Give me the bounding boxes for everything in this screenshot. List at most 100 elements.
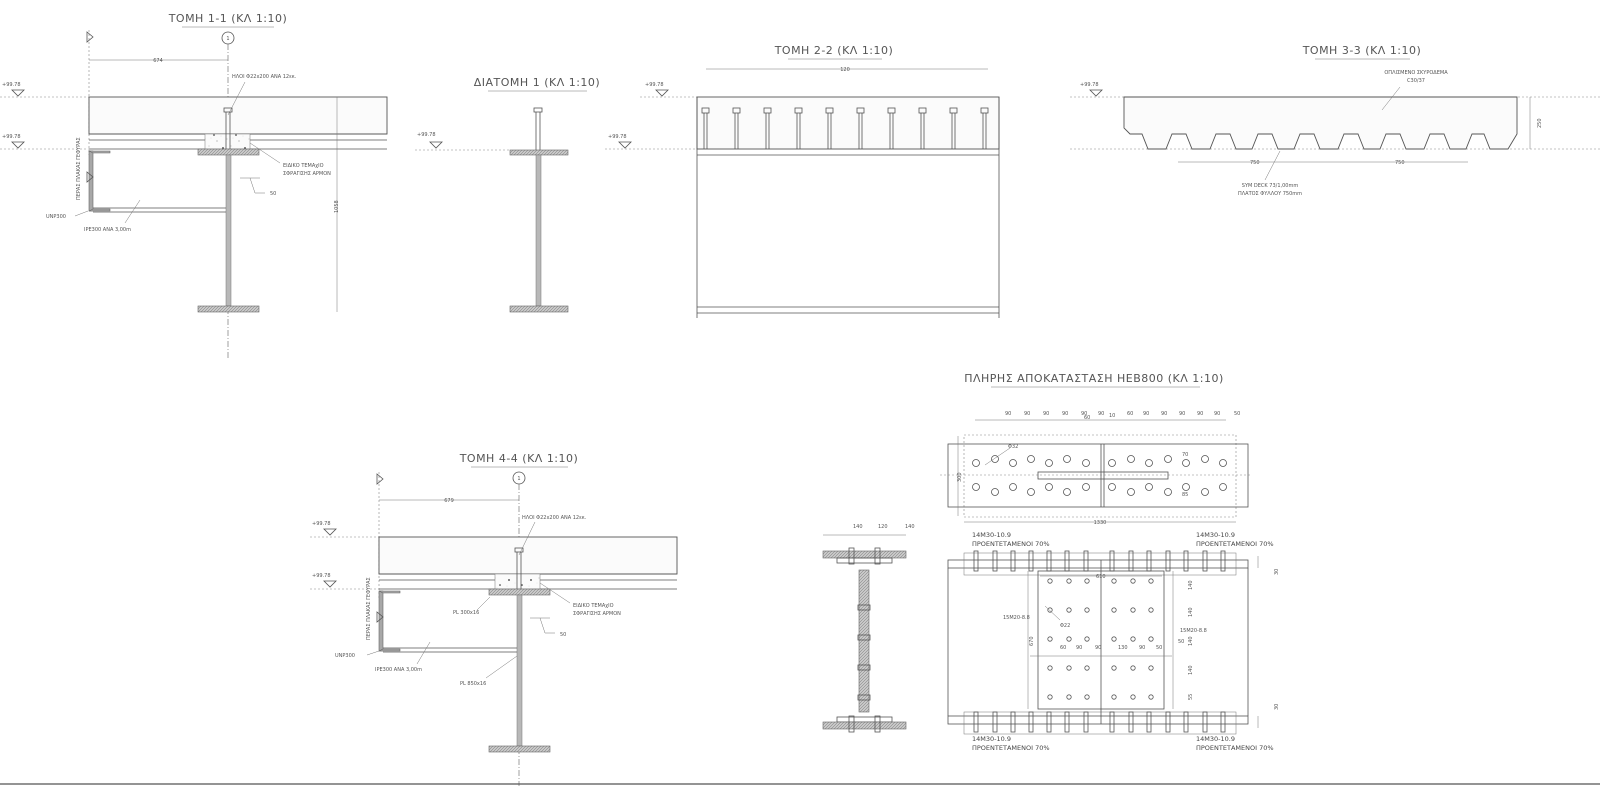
svg-text:140: 140: [905, 524, 915, 530]
span-dim-2: 750: [1395, 160, 1405, 166]
section-3-3-title: ΤΟΜΗ 3-3 (ΚΛ 1:10): [1302, 44, 1422, 57]
seal-label: ΕΙΔΙΚΟ ΤΕΜΑχΙΟ: [283, 163, 324, 169]
plate-top-label: PL 300x16: [453, 610, 479, 616]
level-top: +99.78: [645, 82, 664, 88]
web-plate-height: 670: [1029, 636, 1035, 646]
section-1-1: ΤΟΜΗ 1-1 (ΚΛ 1:10) 1 674 +99.78 +99.78: [0, 12, 388, 360]
heb-elevation: 14M30-10.9 ΠΡΟΕΝΤΕΤΑΜΕΝΟΙ 70% 14M30-10.9…: [947, 531, 1280, 752]
bolts-bottom-right-note: ΠΡΟΕΝΤΕΤΑΜΕΝΟΙ 70%: [1196, 744, 1274, 752]
gap-dim: 50: [270, 191, 276, 197]
edge-dim-top: 30: [1274, 569, 1280, 575]
height-dim: 1058: [334, 200, 340, 213]
svg-text:90: 90: [1139, 645, 1145, 651]
concrete-label: ΟΠΛΙΣΜΕΝΟ ΣΚΥΡΟΔΕΜΑ: [1384, 70, 1448, 76]
web-v-dims: 140 140 140 140 55 50: [1178, 580, 1194, 700]
web-splice-plate: [1037, 570, 1165, 710]
level-bottom: +99.78: [312, 573, 331, 579]
thickness-dim: 250: [1537, 118, 1543, 128]
svg-text:90: 90: [1081, 411, 1087, 417]
level-top: +99.78: [312, 521, 331, 527]
seal-label-2: ΣΦΡΑΓΙΣΗΣ ΑΡΜΟΝ: [573, 611, 621, 617]
level: +99.78: [417, 132, 436, 138]
svg-text:140: 140: [1188, 607, 1194, 617]
svg-text:90: 90: [1098, 411, 1104, 417]
bolts-top-left-note: ΠΡΟΕΝΤΕΤΑΜΕΝΟΙ 70%: [972, 540, 1050, 548]
offset-dim-1: 70: [1182, 452, 1188, 458]
span-dim-1: 750: [1250, 160, 1260, 166]
section-1-1-title: ΤΟΜΗ 1-1 (ΚΛ 1:10): [168, 12, 288, 25]
svg-text:50: 50: [1234, 411, 1240, 417]
beam-label: IPE300 ΑΝΑ 3,00m: [375, 667, 422, 673]
bolts-bottom-left: 14M30-10.9: [972, 735, 1011, 743]
svg-text:140: 140: [1188, 665, 1194, 675]
web-bolts-right: 15M20-8.8: [1180, 628, 1207, 634]
channel-label: UNP300: [335, 653, 355, 659]
level-top: +99.78: [2, 82, 21, 88]
bolts-top-left: 14M30-10.9: [972, 531, 1011, 539]
svg-text:120: 120: [878, 524, 888, 530]
level-bottom: +99.78: [608, 134, 627, 140]
svg-text:90: 90: [1179, 411, 1185, 417]
bolts-bottom-right: 14M30-10.9: [1196, 735, 1235, 743]
level: +99.78: [1080, 82, 1099, 88]
dim-679: 679: [444, 498, 454, 504]
composite-deck: [1123, 96, 1518, 150]
flange-holes: [972, 455, 1227, 496]
dim-674: 674: [153, 58, 163, 64]
web-bolts-left: 15M20-8.8: [1003, 615, 1030, 621]
bolts-top-right-note: ΠΡΟΕΝΤΕΤΑΜΕΝΟΙ 70%: [1196, 540, 1274, 548]
svg-text:90: 90: [1161, 411, 1167, 417]
section-4-4-title: ΤΟΜΗ 4-4 (ΚΛ 1:10): [459, 452, 579, 465]
studs-label: ΗΛΟΙ Φ22x200 ΑΝΑ 12εκ.: [522, 515, 587, 521]
svg-text:90: 90: [1024, 411, 1030, 417]
web-hole-dia: Φ22: [1060, 623, 1070, 629]
concrete-slab: [88, 96, 388, 135]
svg-text:140: 140: [1188, 636, 1194, 646]
concrete-grade: C30/37: [1407, 78, 1425, 84]
level-bottom: +99.78: [2, 134, 21, 140]
web-plate-width: 610: [1096, 574, 1106, 580]
deck-label: SYM DECK 73/1,00mm: [1242, 183, 1299, 189]
beam-label: IPE300 ΑΝΑ 3,00m: [84, 227, 131, 233]
bolts-bottom-left-note: ΠΡΟΕΝΤΕΤΑΜΕΝΟΙ 70%: [972, 744, 1050, 752]
heb-cross-section: 140 120 140: [822, 524, 915, 733]
heb800-restoration: ΠΛΗΡΗΣ ΑΠΟΚΑΤΑΣΤΑΣΗ HEB800 (ΚΛ 1:10) 90 …: [822, 372, 1280, 752]
length-dim: 1330: [1094, 520, 1107, 526]
section-arrow-icon: [86, 31, 94, 43]
section-2-2: ΤΟΜΗ 2-2 (ΚΛ 1:10) 120 +99.78 +99.78: [605, 44, 1000, 318]
cross-section-1: ΔΙΑΤΟΜΗ 1 (ΚΛ 1:10) +99.78: [415, 76, 600, 313]
web-bolts: [1047, 578, 1154, 700]
svg-text:50: 50: [1156, 645, 1162, 651]
spacing-dim: 120: [840, 67, 850, 73]
edge-dim-bottom: 30: [1274, 704, 1280, 710]
svg-text:60: 60: [1060, 645, 1066, 651]
svg-text:90: 90: [1076, 645, 1082, 651]
grid-marker-label: 1: [226, 36, 229, 42]
svg-text:55: 55: [1188, 694, 1194, 700]
channel-label: UNP300: [46, 214, 66, 220]
svg-text:90: 90: [1005, 411, 1011, 417]
svg-text:90: 90: [1197, 411, 1203, 417]
section-4-4: ΤΟΜΗ 4-4 (ΚΛ 1:10) 1 679 +99.78 +99.78 Π…: [310, 452, 678, 786]
studs-label: ΗΛΟΙ Φ22x200 ΑΝΑ 12εκ.: [232, 74, 297, 80]
svg-text:130: 130: [1118, 645, 1128, 651]
section-3-3: ΤΟΜΗ 3-3 (ΚΛ 1:10) +99.78 250 750 750 ΟΠ…: [1070, 44, 1600, 197]
level-marker-icon: [11, 89, 25, 97]
level-marker-icon: [11, 141, 25, 149]
svg-text:140: 140: [853, 524, 863, 530]
svg-text:90: 90: [1043, 411, 1049, 417]
width-dim: 300: [957, 472, 963, 482]
deck-width-label: ΠΛΑΤΟΣ ΦΥΛΛΟΥ 750mm: [1238, 191, 1302, 197]
cross-section-1-title: ΔΙΑΤΟΜΗ 1 (ΚΛ 1:10): [474, 76, 600, 89]
section-2-2-title: ΤΟΜΗ 2-2 (ΚΛ 1:10): [774, 44, 894, 57]
top-dim-chain: 90 90 90 90 90 90 10 60 90 90 90 90 90 5…: [1005, 411, 1240, 421]
svg-text:50: 50: [1178, 639, 1184, 645]
offset-dim-2: 85: [1182, 492, 1188, 498]
heb800-title: ΠΛΗΡΗΣ ΑΠΟΚΑΤΑΣΤΑΣΗ HEB800 (ΚΛ 1:10): [964, 372, 1224, 385]
seal-label: ΕΙΔΙΚΟ ΤΕΜΑχΙΟ: [573, 603, 614, 609]
gap-dim: 50: [560, 632, 566, 638]
seal-label-2: ΣΦΡΑΓΙΣΗΣ ΑΡΜΟΝ: [283, 171, 331, 177]
edge-label: ΠΕΡΑΣ ΠΛΑΚΑΣ ΓΕΦΥΡΑΣ: [366, 577, 372, 640]
grid-marker-label: 1: [517, 476, 520, 482]
